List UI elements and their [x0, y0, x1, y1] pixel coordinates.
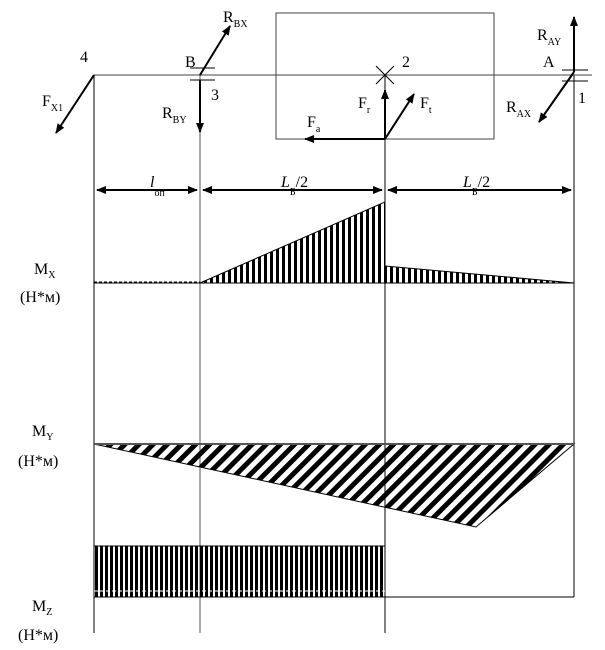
force-fx1-arrow — [55, 74, 95, 134]
my-area — [93, 443, 576, 528]
point-a-label: A — [543, 54, 555, 71]
dim-lb1-label: LБ/2 — [280, 174, 308, 198]
my-unit: (Н*м) — [18, 453, 58, 470]
section-lines — [93, 75, 575, 633]
force-rax-label: RAX — [506, 99, 532, 120]
dim-lb2-label: LБ/2 — [462, 174, 490, 198]
force-ray-label: RAY — [537, 27, 561, 48]
point-3-label: 3 — [211, 87, 219, 104]
force-ft-label: Ft — [420, 95, 432, 116]
mx-area-3-2 — [199, 201, 386, 284]
point-2-label: 2 — [402, 54, 410, 71]
force-rax-arrow — [538, 71, 575, 123]
my-label: MY — [32, 423, 53, 443]
force-fr-label: Fr — [358, 95, 371, 116]
force-rbx-label: RBX — [223, 9, 248, 30]
force-fx1-label: FX1 — [42, 93, 63, 114]
mz-unit: (Н*м) — [18, 627, 58, 644]
force-rby-label: RBY — [162, 105, 187, 126]
force-fa-label: Fa — [307, 114, 321, 135]
point-b-label: B — [185, 54, 196, 71]
dim-lop-label: lоп — [150, 174, 165, 199]
point-2-cross — [375, 65, 395, 85]
point-1-label: 1 — [578, 90, 586, 107]
mz-area — [93, 545, 386, 598]
mx-unit: (Н*м) — [20, 289, 60, 306]
force-rbx-arrow — [199, 25, 231, 76]
mx-area-2-1 — [384, 265, 575, 284]
mx-label: MX — [34, 261, 56, 281]
mz-label: MZ — [32, 598, 52, 618]
force-ft-arrow — [384, 93, 415, 140]
point-4-label: 4 — [80, 49, 88, 66]
